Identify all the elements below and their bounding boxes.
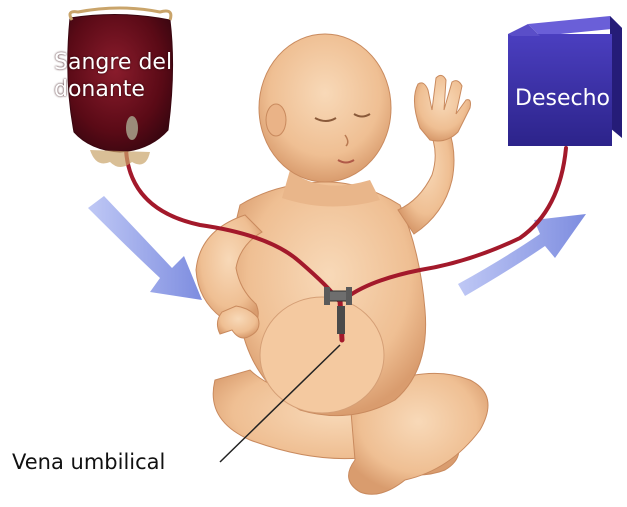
waste-container-icon (508, 16, 622, 146)
donor-blood-label-line2: donante (54, 76, 172, 103)
umbilical-vein-label: Vena umbilical (12, 449, 165, 475)
donor-blood-label-line1: Sangre del (54, 49, 172, 76)
inflow-arrow-icon (88, 196, 202, 300)
donor-blood-label: Sangre del donante (54, 49, 172, 103)
waste-label: Desecho (515, 85, 610, 112)
